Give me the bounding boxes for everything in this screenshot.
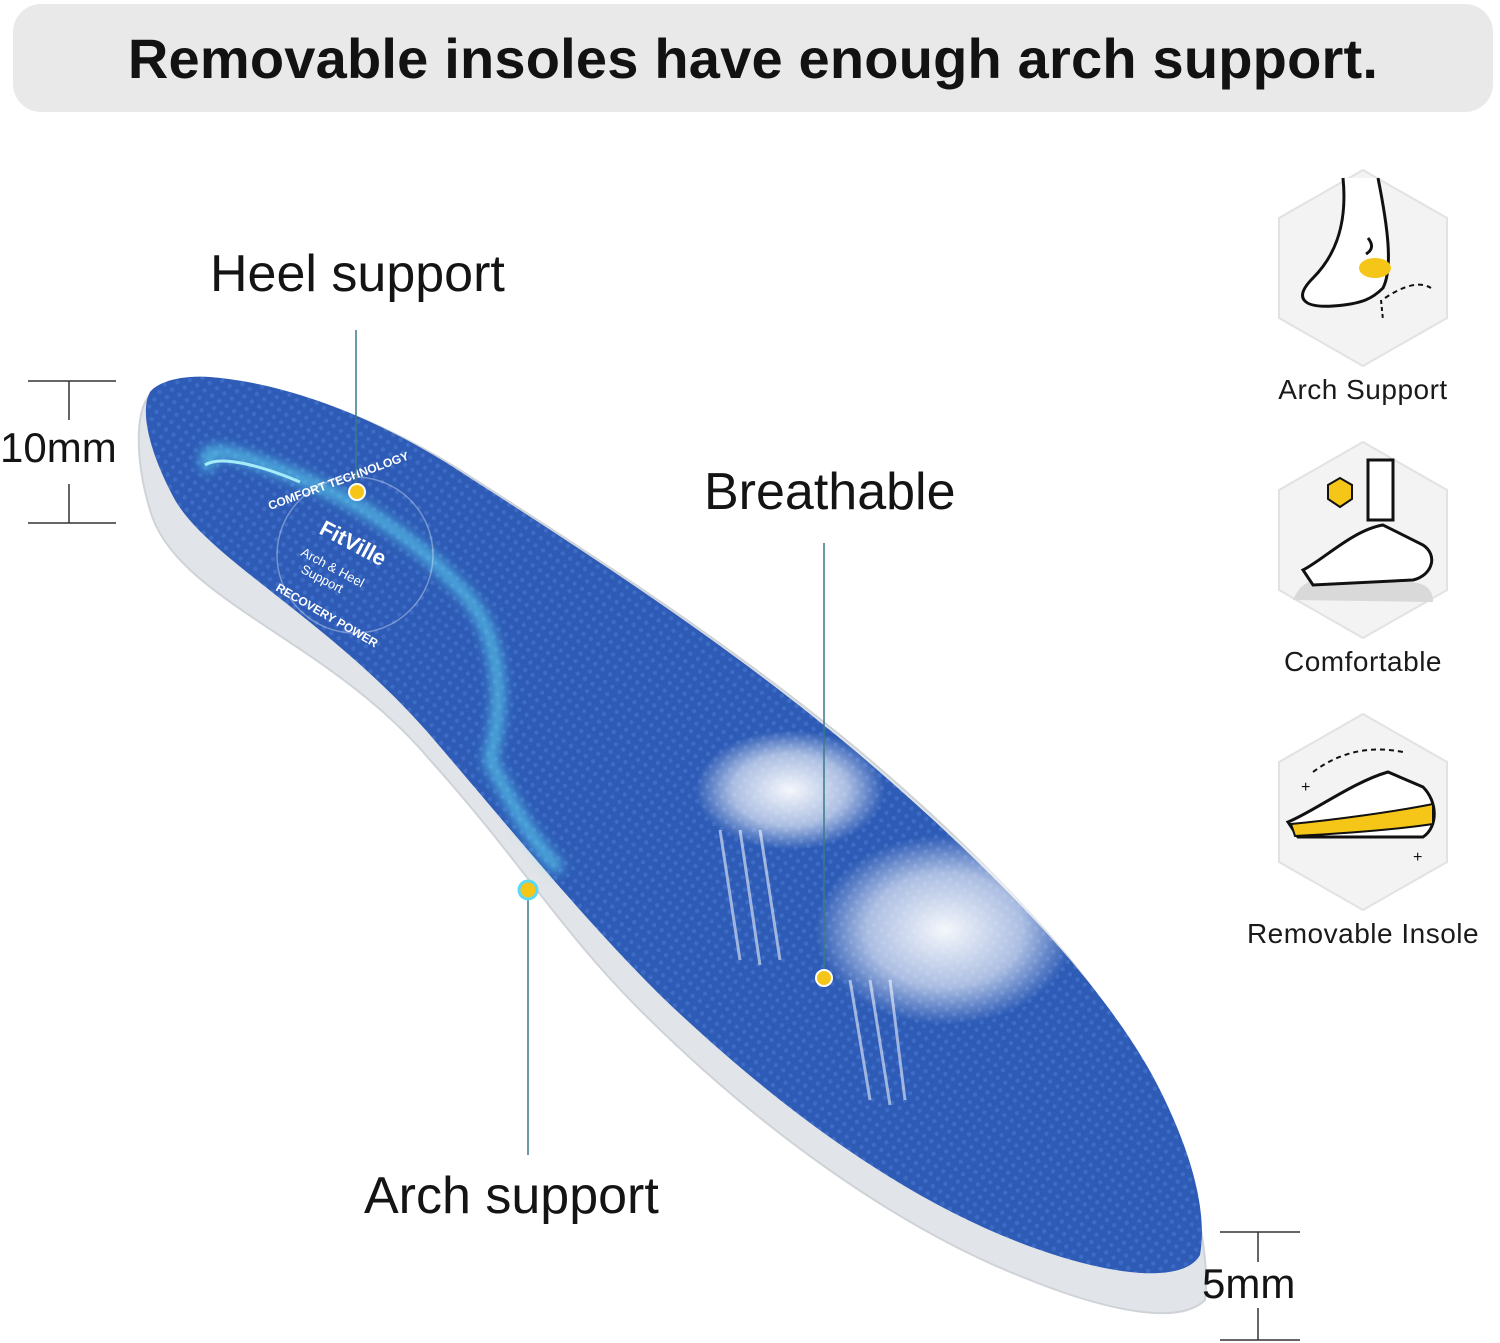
insole-top-surface — [145, 376, 1202, 1274]
feature-label: Comfortable — [1283, 646, 1442, 677]
dimension-5mm-label: 5mm — [1202, 1260, 1296, 1307]
callout-breathable: Breathable — [704, 463, 956, 521]
dimension-5mm-bracket — [1220, 1231, 1300, 1341]
callout-heel-support: Heel support — [210, 245, 505, 303]
breath-cloud-lower — [815, 835, 1075, 1025]
title-banner: Removable insoles have enough arch suppo… — [13, 4, 1493, 112]
dimension-10mm-bracket — [28, 380, 116, 524]
dimension-10mm-label: 10mm — [0, 424, 117, 471]
breathable-marker — [815, 969, 833, 987]
callout-arch-support: Arch support — [364, 1167, 659, 1225]
heel-cup-glow — [201, 446, 564, 874]
feature-label: Arch Support — [1278, 374, 1448, 405]
shoe-insole-icon: + + — [1273, 712, 1453, 912]
feature-arch-support: Arch Support — [1228, 168, 1498, 406]
svg-text:+: + — [1413, 849, 1422, 866]
feature-comfortable: Comfortable — [1228, 440, 1498, 678]
svg-text:+: + — [1301, 779, 1310, 796]
foot-arch-icon — [1273, 168, 1453, 368]
feature-label: Removable Insole — [1246, 918, 1480, 949]
breath-streaks — [718, 829, 907, 1106]
heel-marker — [348, 483, 366, 501]
shoe-cloud-icon — [1273, 440, 1453, 640]
feature-removable-insole: + + Removable Insole — [1228, 712, 1498, 950]
arch-marker — [517, 879, 539, 901]
breath-cloud-upper — [695, 730, 885, 850]
page-title: Removable insoles have enough arch suppo… — [127, 26, 1379, 90]
